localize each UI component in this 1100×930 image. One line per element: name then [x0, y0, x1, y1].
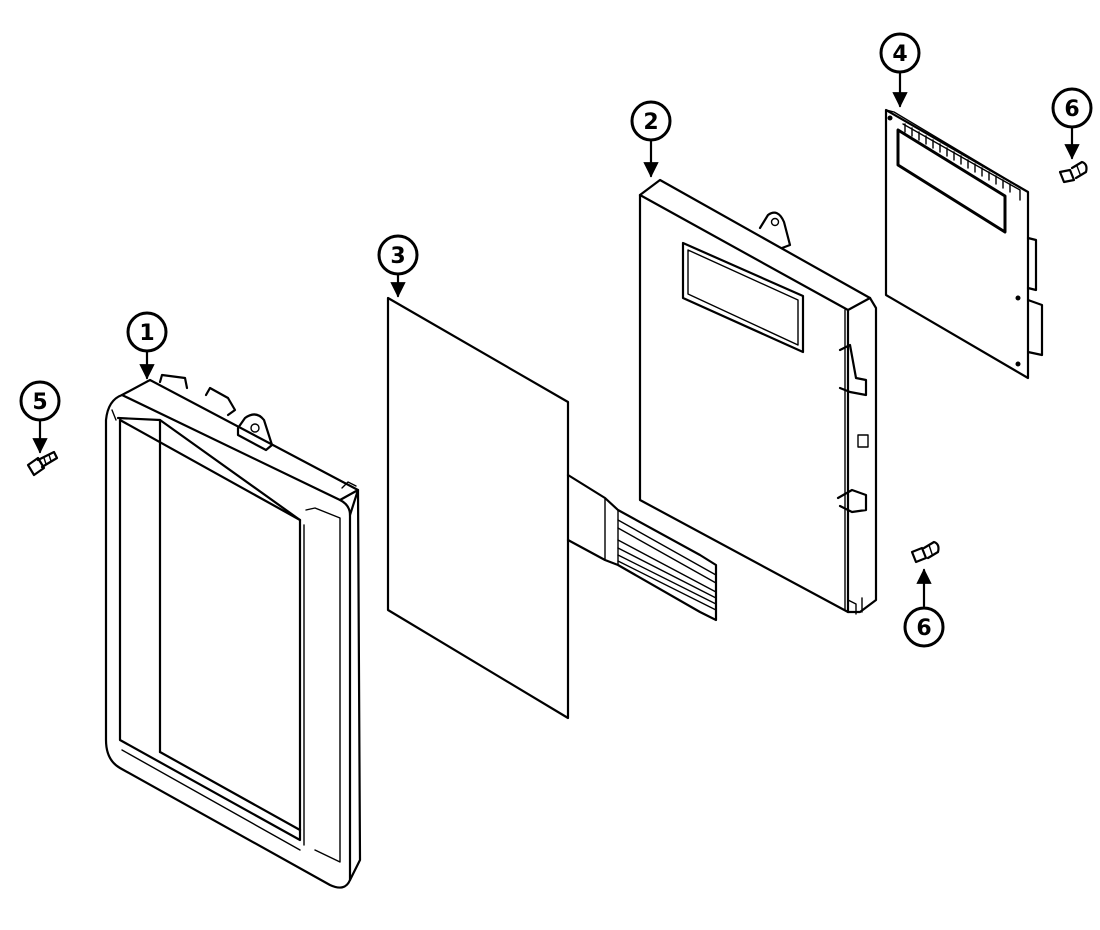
part-2-control-housing [638, 178, 878, 615]
part-5-screw [26, 450, 59, 477]
callout-1-label: 1 [139, 321, 154, 346]
part-3-membrane-panel [386, 296, 718, 720]
callout-5: 5 [19, 380, 61, 422]
callout-6-lower-label: 6 [916, 616, 931, 641]
callout-2: 2 [630, 100, 672, 142]
callout-6-lower: 6 [903, 606, 945, 648]
leader-arrows [32, 70, 1080, 608]
part-4-circuit-board [884, 108, 1044, 380]
part-1-frame [104, 373, 362, 889]
callout-3: 3 [377, 234, 419, 276]
callout-2-label: 2 [643, 110, 658, 135]
callout-5-label: 5 [32, 390, 47, 415]
part-6-screw-lower [910, 540, 940, 564]
callout-4: 4 [879, 32, 921, 74]
callout-3-label: 3 [390, 244, 405, 269]
callout-6-upper-label: 6 [1064, 97, 1079, 122]
callout-4-label: 4 [892, 42, 907, 67]
callout-1: 1 [126, 311, 168, 353]
callout-6-upper: 6 [1051, 87, 1093, 129]
part-6-screw-upper [1058, 160, 1088, 184]
